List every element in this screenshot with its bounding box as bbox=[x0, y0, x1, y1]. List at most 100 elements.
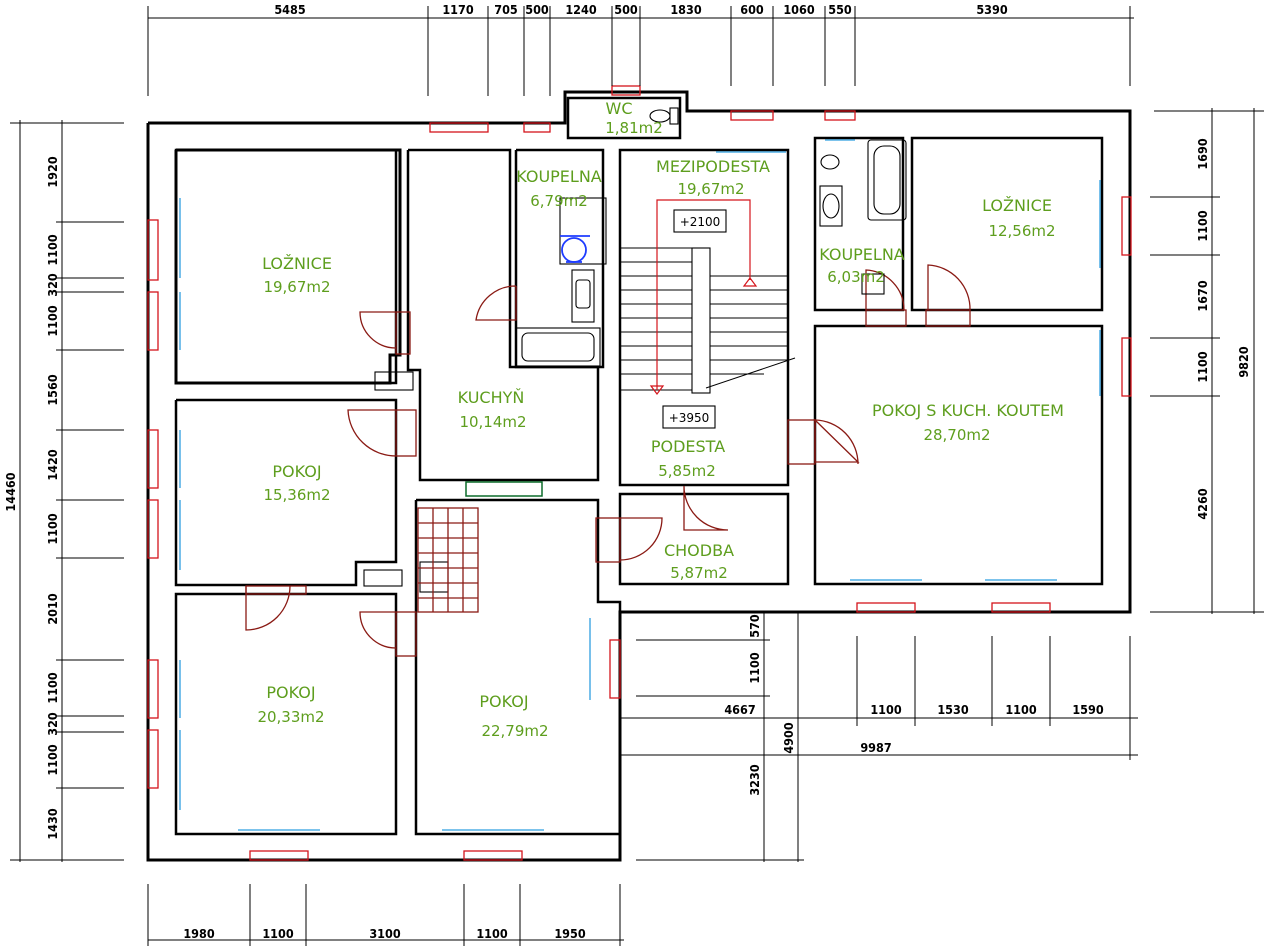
window-bottom-2 bbox=[985, 579, 1057, 613]
dim-top-0: 5485 bbox=[274, 2, 305, 17]
staircase: +2100 +3950 bbox=[620, 199, 796, 429]
toilet-right bbox=[820, 154, 840, 170]
room-name-chodba: CHODBA bbox=[664, 541, 734, 560]
room-name-pokoj-15: POKOJ bbox=[272, 462, 321, 481]
dim-left-0: 1920 bbox=[45, 156, 60, 187]
door-pokoj15 bbox=[347, 409, 417, 457]
room-area-pokoj-22: 22,79m2 bbox=[481, 722, 548, 740]
window-left-3 bbox=[147, 429, 181, 489]
door-pokoj20 bbox=[359, 611, 417, 657]
dim-top-5: 500 bbox=[614, 2, 638, 17]
room-name-koupelna-small: KOUPELNA bbox=[516, 167, 602, 186]
wheelchair-icon bbox=[560, 235, 590, 263]
dim-top-7: 600 bbox=[740, 2, 764, 17]
window-top-2 bbox=[523, 122, 551, 133]
room-name-kuchyn: KUCHYŇ bbox=[458, 388, 525, 407]
dim-right-0: 1690 bbox=[1195, 138, 1210, 169]
dim-step-h-2: 1530 bbox=[937, 702, 968, 717]
dim-top-3: 500 bbox=[525, 2, 549, 17]
room-outline-loznice-left bbox=[174, 148, 398, 385]
dim-left-6: 1100 bbox=[45, 513, 60, 544]
dim-left-4: 1560 bbox=[45, 374, 60, 405]
door-koupelna-right bbox=[865, 269, 907, 327]
doors bbox=[245, 264, 971, 657]
dim-bottom-3: 1100 bbox=[476, 926, 507, 941]
bathtub-left bbox=[515, 327, 601, 367]
dim-bottom-4: 1950 bbox=[554, 926, 585, 941]
sink-left bbox=[571, 269, 595, 323]
room-area-kuchyn: 10,14m2 bbox=[459, 413, 526, 431]
window-top-1 bbox=[429, 122, 489, 133]
chimney-lower bbox=[363, 569, 403, 587]
sink-right bbox=[819, 185, 843, 227]
stair-steps bbox=[620, 247, 796, 391]
dim-left-11: 1430 bbox=[45, 808, 60, 839]
dim-step-h-0: 4667 bbox=[724, 702, 755, 717]
dim-step-h-4: 1590 bbox=[1072, 702, 1103, 717]
washer-left bbox=[559, 197, 607, 265]
dim-right-1: 1100 bbox=[1195, 210, 1210, 241]
dim-left-1: 1100 bbox=[45, 234, 60, 265]
window-inner-east bbox=[589, 618, 621, 700]
dim-right-2: 1670 bbox=[1195, 280, 1210, 311]
window-left-4 bbox=[147, 499, 181, 570]
room-name-loznice-right: LOŽNICE bbox=[982, 196, 1052, 215]
dim-step-v-0: 570 bbox=[747, 614, 762, 638]
stair-arrow-down bbox=[649, 385, 665, 395]
dim-top-8: 1060 bbox=[783, 2, 814, 17]
dim-left-5: 1420 bbox=[45, 449, 60, 480]
dim-bottom-2: 3100 bbox=[369, 926, 400, 941]
room-labels: LOŽNICE 19,67m2 POKOJ 15,36m2 POKOJ 20,3… bbox=[257, 99, 1064, 740]
dimension-lines bbox=[10, 6, 1264, 946]
dim-step-v-3: 3230 bbox=[747, 764, 762, 795]
window-top-5 bbox=[824, 110, 856, 141]
window-top-4 bbox=[716, 110, 786, 153]
room-outline-kuchyn bbox=[406, 148, 600, 482]
dim-left-7: 2010 bbox=[45, 593, 60, 624]
elevation-box-upper bbox=[673, 209, 727, 233]
dim-step-v-2: 4900 bbox=[781, 722, 796, 753]
room-outline-loznice-right bbox=[910, 136, 1104, 312]
washer-right bbox=[861, 273, 885, 295]
dim-right-4: 4260 bbox=[1195, 488, 1210, 519]
room-area-mezipodesta: 19,67m2 bbox=[677, 180, 744, 198]
elevation-upper: +2100 bbox=[680, 215, 721, 229]
dim-right-total: 9820 bbox=[1236, 346, 1251, 377]
window-bottom-1 bbox=[850, 579, 922, 613]
room-area-loznice-left: 19,67m2 bbox=[263, 278, 330, 296]
dim-top-6: 1830 bbox=[670, 2, 701, 17]
window-inner-kitchen bbox=[465, 481, 543, 497]
window-right-2 bbox=[1099, 330, 1132, 397]
door-podesta-pokoj bbox=[787, 418, 860, 465]
dim-left-2: 320 bbox=[45, 273, 60, 297]
room-outline-pokoj-15 bbox=[174, 398, 398, 587]
dim-left-10: 1100 bbox=[45, 744, 60, 775]
dim-top-9: 550 bbox=[828, 2, 852, 17]
dim-left-total: 14460 bbox=[3, 472, 18, 511]
door-pokoj22-chodba bbox=[595, 517, 663, 563]
room-name-wc: WC bbox=[606, 99, 633, 118]
room-name-pokoj-kuch: POKOJ S KUCH. KOUTEM bbox=[872, 401, 1064, 420]
door-pokoj15-pokoj20 bbox=[245, 585, 307, 631]
bathtub-right bbox=[867, 139, 907, 221]
room-area-chodba: 5,87m2 bbox=[670, 564, 728, 582]
room-area-pokoj-20: 20,33m2 bbox=[257, 708, 324, 726]
dim-bottom-1: 1100 bbox=[262, 926, 293, 941]
window-bottom-4 bbox=[442, 829, 544, 861]
door-kuchyn-koupelna bbox=[475, 285, 517, 321]
window-top-3 bbox=[611, 85, 641, 96]
room-name-koupelna-right: KOUPELNA bbox=[819, 245, 905, 264]
window-left-5 bbox=[147, 659, 181, 719]
windows bbox=[147, 85, 1132, 861]
door-podesta-chodba bbox=[683, 485, 729, 531]
fixtures bbox=[417, 107, 907, 613]
dim-step-h-1: 1100 bbox=[870, 702, 901, 717]
dim-step-total: 9987 bbox=[860, 740, 891, 755]
room-outline-koupelna-right bbox=[813, 136, 905, 312]
dim-top-4: 1240 bbox=[565, 2, 596, 17]
room-area-pokoj-15: 15,36m2 bbox=[263, 486, 330, 504]
dim-left-8: 1100 bbox=[45, 672, 60, 703]
dim-top-2: 705 bbox=[494, 2, 518, 17]
room-area-wc: 1,81m2 bbox=[605, 119, 663, 137]
